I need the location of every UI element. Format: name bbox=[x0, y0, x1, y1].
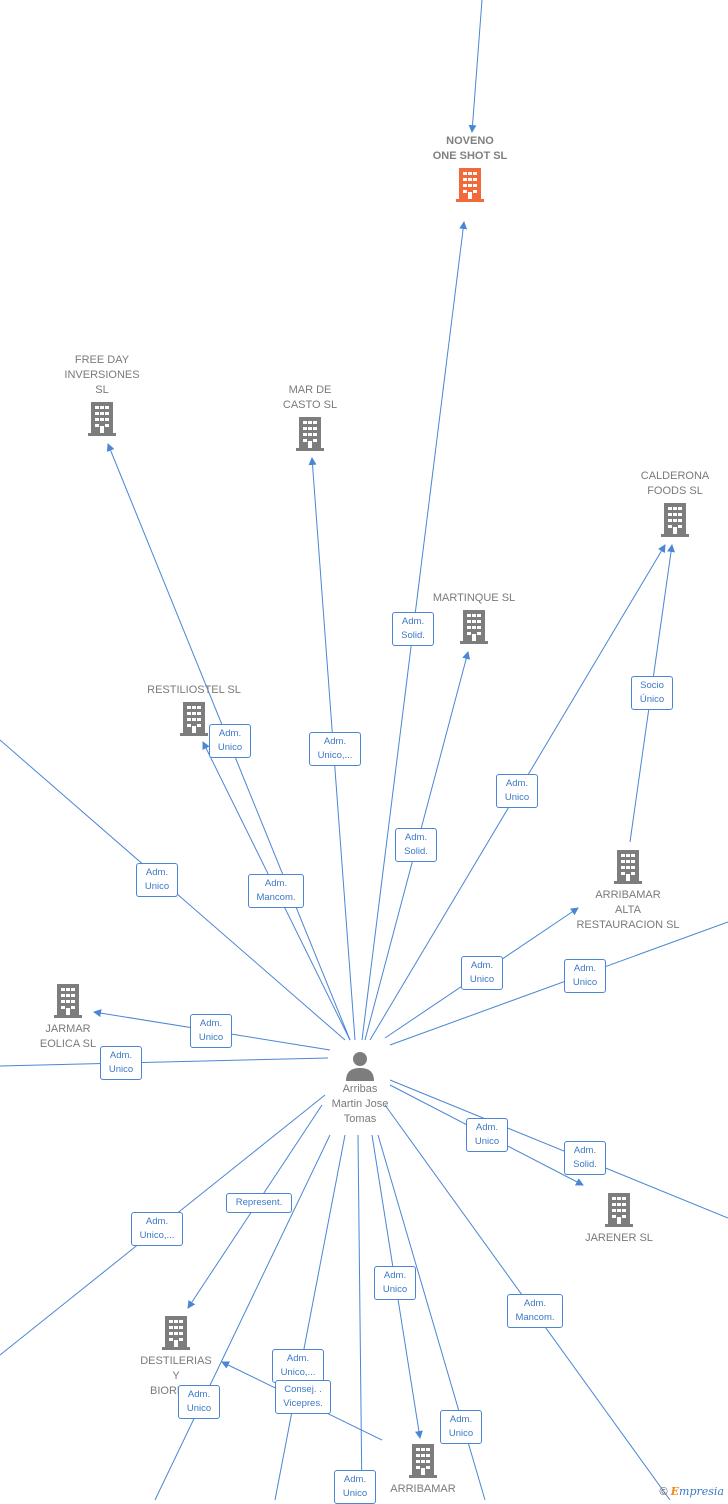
company-node-jarener[interactable]: JARENER SL bbox=[572, 1191, 666, 1246]
company-name: RESTILIOSTEL SL bbox=[147, 684, 241, 696]
company-name: MARTINQUE SL bbox=[432, 592, 516, 604]
edge-label[interactable]: Adm. Unico bbox=[334, 1470, 376, 1504]
edge-label[interactable]: Socio Único bbox=[631, 676, 673, 710]
building-icon bbox=[180, 702, 208, 736]
company-node-calderona[interactable]: CALDERONA FOODS SL bbox=[628, 469, 722, 539]
edge-line bbox=[154, 1134, 331, 1500]
company-name: JARMAR EOLICA SL bbox=[39, 1023, 97, 1050]
edge-line bbox=[389, 1079, 728, 1219]
company-node-martinque[interactable]: MARTINQUE SL bbox=[424, 591, 524, 646]
building-icon bbox=[614, 850, 642, 884]
building-icon bbox=[409, 1444, 437, 1478]
company-name: JARENER SL bbox=[585, 1232, 653, 1244]
edge-label[interactable]: Adm. Unico bbox=[190, 1014, 232, 1048]
company-node-mardecasto[interactable]: MAR DE CASTO SL bbox=[262, 383, 358, 453]
person-icon bbox=[346, 1052, 374, 1081]
edge-label[interactable]: Adm. Unico bbox=[100, 1046, 142, 1080]
building-icon bbox=[605, 1193, 633, 1227]
company-node-freeday[interactable]: FREE DAY INVERSIONES SL bbox=[52, 353, 152, 438]
edge-line bbox=[0, 1057, 329, 1067]
person-node[interactable]: Arribas Martin Jose Tomas bbox=[318, 1050, 402, 1127]
edge-label[interactable]: Adm. Unico bbox=[178, 1385, 220, 1419]
edge-line bbox=[468, 0, 483, 133]
building-icon bbox=[54, 984, 82, 1018]
edge-label[interactable]: Consej. . Vicepres. bbox=[275, 1380, 331, 1414]
edge-label[interactable]: Adm. Mancom. bbox=[507, 1294, 563, 1328]
building-icon bbox=[88, 402, 116, 436]
edge-label[interactable]: Adm. Unico,... bbox=[272, 1349, 324, 1383]
building-icon bbox=[162, 1316, 190, 1350]
company-node-jarmar[interactable]: JARMAR EOLICA SL bbox=[28, 982, 108, 1052]
copyright-symbol: © bbox=[659, 1486, 668, 1498]
building-icon bbox=[296, 417, 324, 451]
company-name: MAR DE CASTO SL bbox=[282, 384, 338, 411]
edge-label[interactable]: Adm. Solid. bbox=[395, 828, 437, 862]
company-node-restiliostel[interactable]: RESTILIOSTEL SL bbox=[142, 683, 246, 738]
edge-label[interactable]: Adm. Unico,... bbox=[131, 1212, 183, 1246]
brand-first-letter: E bbox=[670, 1485, 680, 1498]
company-name: NOVENO ONE SHOT SL bbox=[432, 135, 508, 162]
edge-line bbox=[389, 921, 728, 1046]
building-icon bbox=[456, 168, 484, 202]
building-icon bbox=[460, 610, 488, 644]
company-node-arribamar-alta[interactable]: ARRIBAMAR ALTA RESTAURACION SL bbox=[570, 848, 686, 933]
edge-label[interactable]: Adm. Unico bbox=[496, 774, 538, 808]
edge-label[interactable]: Adm. Solid. bbox=[564, 1141, 606, 1175]
edge-label[interactable]: Adm. Unico bbox=[461, 956, 503, 990]
company-name: CALDERONA FOODS SL bbox=[640, 470, 710, 497]
edge-label[interactable]: Adm. Solid. bbox=[392, 612, 434, 646]
edge-label[interactable]: Adm. Mancom. bbox=[248, 874, 304, 908]
company-node-noveno[interactable]: NOVENO ONE SHOT SL bbox=[418, 134, 522, 204]
person-name: Arribas Martin Jose Tomas bbox=[331, 1083, 389, 1125]
company-name: ARRIBAMAR ALTA RESTAURACION SL bbox=[576, 889, 680, 931]
edge-label[interactable]: Adm. Unico bbox=[374, 1266, 416, 1300]
edge-label[interactable]: Adm. Unico bbox=[209, 724, 251, 758]
edge-label[interactable]: Adm. Unico bbox=[564, 959, 606, 993]
edge-label[interactable]: Represent. bbox=[226, 1193, 292, 1213]
edge-label[interactable]: Adm. Unico bbox=[440, 1410, 482, 1444]
edge-label[interactable]: Adm. Unico,... bbox=[309, 732, 361, 766]
empresia-logo: © Empresia bbox=[659, 1485, 724, 1498]
building-icon bbox=[661, 503, 689, 537]
company-name: FREE DAY INVERSIONES SL bbox=[64, 354, 140, 396]
brand-name: mpresia bbox=[679, 1485, 724, 1498]
edge-line bbox=[274, 1134, 346, 1500]
edge-label[interactable]: Adm. Unico bbox=[466, 1118, 508, 1152]
company-name: ARRIBAMAR bbox=[390, 1483, 456, 1495]
edge-line bbox=[357, 1134, 363, 1500]
company-node-arribamar-2[interactable]: ARRIBAMAR bbox=[378, 1442, 468, 1497]
edge-label[interactable]: Adm. Unico bbox=[136, 863, 178, 897]
